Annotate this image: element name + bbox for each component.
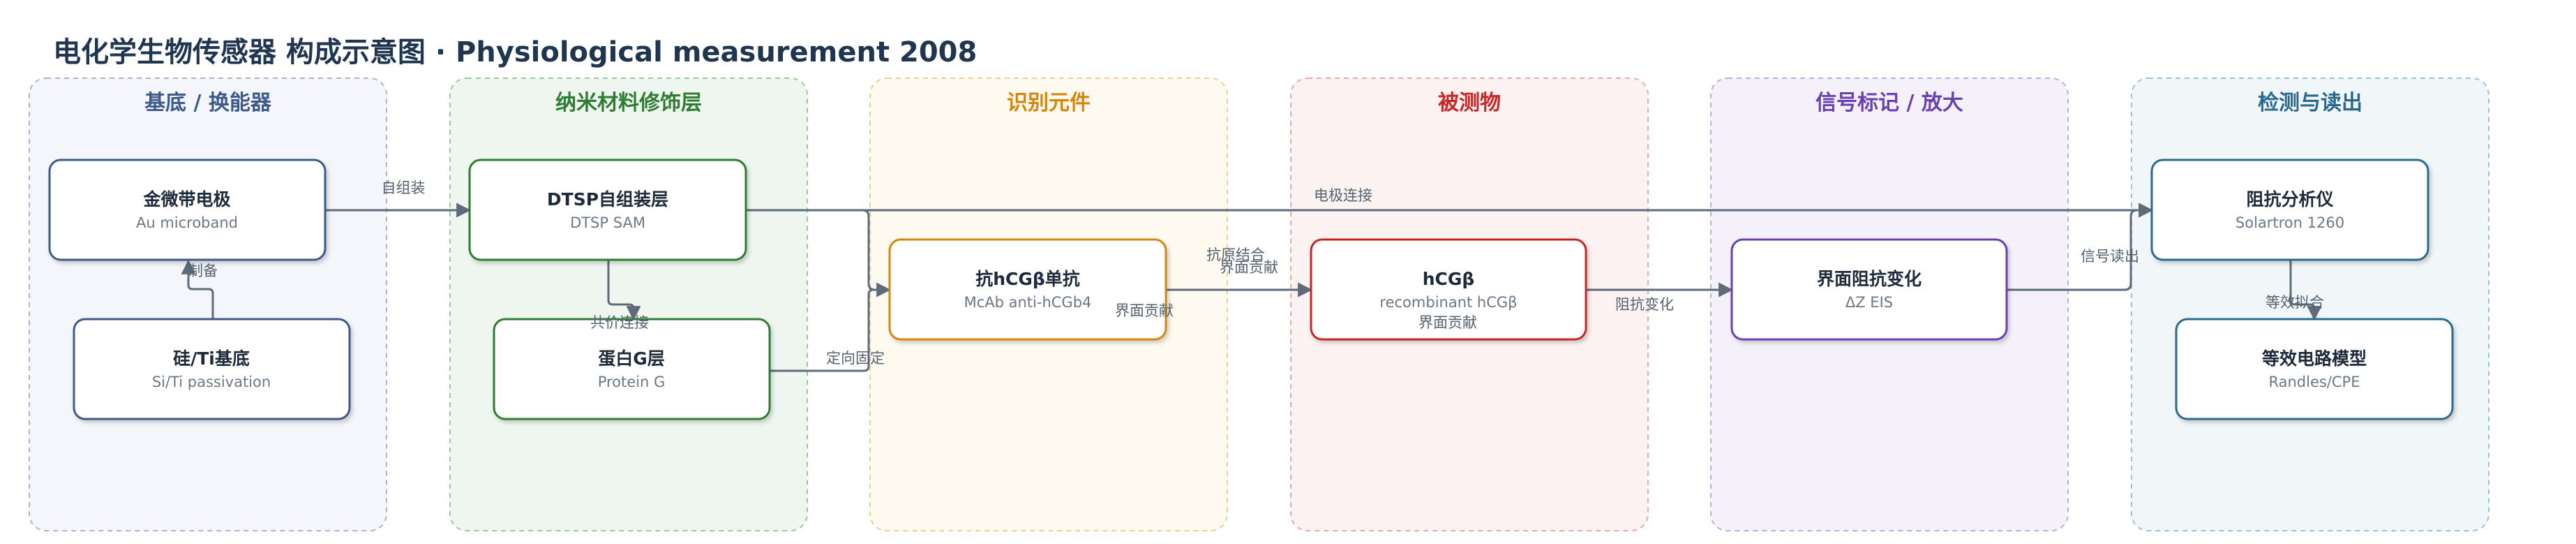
edge-fit	[2289, 260, 2322, 321]
node-title-si: 硅/Ti基底	[173, 348, 250, 369]
node-title-impedance: 界面阻抗变化	[1817, 269, 1922, 289]
node-sub-hcg: recombinant hCGβ	[1379, 294, 1517, 311]
group-title-readout: 检测与读出	[2258, 91, 2362, 115]
diagram-title: 电化学生物传感器 构成示意图 · Physiological measureme…	[53, 36, 977, 68]
group-title-recognition: 识别元件	[1007, 91, 1091, 115]
node-title-dtsp: DTSP自组装层	[547, 189, 668, 209]
node-dtsp-sam: DTSP自组装层 DTSP SAM	[468, 159, 747, 261]
node-hcg: hCGβ recombinant hCGβ	[1310, 238, 1587, 341]
edge-label-interface1: 界面贡献	[1115, 302, 1174, 319]
edge-label-orient: 定向固定	[826, 350, 885, 367]
group-title-signal: 信号标记 / 放大	[1815, 91, 1963, 115]
group-substrate: 基底 / 换能器	[29, 78, 387, 531]
node-protein-g: 蛋白G层 Protein G	[493, 318, 771, 420]
edge-labels: 制备 自组装 共价连接 定向固定 界面贡献 抗原结合 界面贡献 界面贡献 电极连…	[188, 179, 2324, 367]
node-sub-impedance: ΔZ EIS	[1845, 294, 1893, 311]
edge-label-antigen: 抗原结合	[1206, 247, 1265, 263]
node-title-protein-g: 蛋白G层	[598, 348, 665, 369]
group-title-substrate: 基底 / 换能器	[144, 91, 272, 115]
edge-label-readout: 信号读出	[2081, 248, 2139, 265]
node-si-substrate: 硅/Ti基底 Si/Ti passivation	[73, 318, 351, 420]
edge-label-electrode: 电极连接	[1314, 187, 1372, 204]
edge-label-interface2: 界面贡献	[1220, 259, 1278, 276]
node-impedance-analyzer: 阻抗分析仪 Solartron 1260	[2150, 159, 2429, 261]
edge-label-interface3: 界面贡献	[1418, 314, 1477, 331]
node-title-au: 金微带电极	[142, 189, 230, 209]
node-impedance-change: 界面阻抗变化 ΔZ EIS	[1730, 238, 2008, 341]
node-sub-circuit: Randles/CPE	[2268, 374, 2360, 390]
node-anti-hcg-mab: 抗hCGβ单抗 McAb anti-hCGb4	[888, 238, 1167, 341]
node-sub-mab: McAb anti-hCGb4	[964, 294, 1092, 311]
edge-label-covalent: 共价连接	[590, 314, 649, 331]
group-title-nano: 纳米材料修饰层	[555, 91, 702, 115]
node-equivalent-circuit: 等效电路模型 Randles/CPE	[2175, 318, 2454, 420]
edge-label-prep: 制备	[188, 263, 218, 279]
edge-label-selfassembly: 自组装	[382, 179, 426, 196]
node-title-mab: 抗hCGβ单抗	[975, 269, 1080, 289]
node-title-hcg: hCGβ	[1423, 269, 1475, 289]
node-sub-si: Si/Ti passivation	[152, 374, 271, 390]
node-au-electrode: 金微带电极 Au microband	[48, 159, 327, 261]
node-title-circuit: 等效电路模型	[2262, 348, 2367, 369]
node-sub-dtsp: DTSP SAM	[570, 214, 645, 231]
edge-label-fit: 等效拟合	[2266, 294, 2324, 311]
node-sub-au: Au microband	[136, 214, 238, 231]
edge-prep	[181, 259, 214, 319]
group-title-analyte: 被测物	[1438, 91, 1501, 115]
node-sub-protein-g: Protein G	[598, 374, 666, 390]
edge-covalent	[607, 260, 641, 321]
node-sub-analyzer: Solartron 1260	[2236, 214, 2344, 231]
edge-label-impchange: 阻抗变化	[1615, 296, 1674, 313]
node-title-analyzer: 阻抗分析仪	[2246, 189, 2334, 209]
